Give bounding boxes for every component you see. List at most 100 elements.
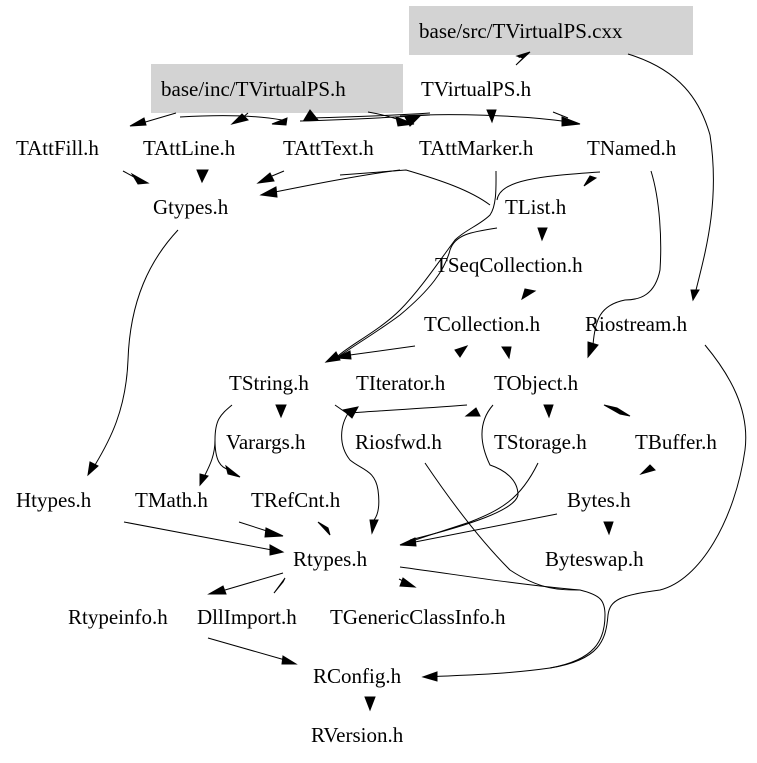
arrow-tobject-tbuffer [603, 404, 631, 417]
arrow-inc-text [271, 117, 288, 126]
arrow-rconfig-rversion [364, 696, 376, 712]
arrow-named-tlist [583, 175, 598, 187]
node-tattmarker[interactable]: TAttMarker.h [419, 136, 534, 160]
arrow-rtypeinfo-rconfig [281, 655, 298, 665]
arrow-tstring-varargs [275, 404, 287, 419]
edge-named-tobject [592, 170, 662, 346]
edge-inc-named [399, 114, 571, 123]
edge-inc-text [179, 115, 283, 121]
node-dllimport[interactable]: DllImport.h [197, 605, 297, 629]
edge-cxx-riostream [627, 53, 714, 291]
arrow-vps-marker [404, 115, 422, 127]
edge-named-tlist [496, 171, 601, 201]
node-tvirtualps-inc[interactable]: base/inc/TVirtualPS.h [161, 77, 346, 101]
edge-text-tlist [339, 169, 491, 206]
node-rtypes[interactable]: Rtypes.h [293, 547, 368, 571]
node-tstorage[interactable]: TStorage.h [494, 430, 587, 454]
arrow-tlist-tstring [324, 351, 341, 363]
edge-tstorage-rtypes [409, 462, 539, 543]
node-varargs[interactable]: Varargs.h [226, 430, 306, 454]
node-tcollection[interactable]: TCollection.h [424, 312, 541, 336]
node-tseqcollection[interactable]: TSeqCollection.h [435, 253, 583, 277]
node-tmath[interactable]: TMath.h [135, 488, 208, 512]
node-riostream[interactable]: Riostream.h [585, 312, 688, 336]
arrow-coll-titer [454, 345, 469, 358]
arrow-vps-marker-down [486, 109, 497, 124]
edge-layer [87, 51, 747, 712]
edge-vps-named [552, 111, 569, 119]
arrow-tobject-tstorage [543, 404, 554, 419]
edge-tobject-rtypes-loop2 [409, 404, 519, 541]
arrow-marker-gtypes [259, 186, 278, 198]
node-htypes[interactable]: Htypes.h [16, 488, 92, 512]
edge-riostream-rconfig [424, 344, 747, 678]
edge-marker-tstring [337, 170, 497, 357]
node-byteswap[interactable]: Byteswap.h [545, 547, 644, 571]
node-riosfwd[interactable]: Riosfwd.h [355, 430, 442, 454]
edge-text-gtypes [271, 170, 285, 177]
edge-fill-gtypes [122, 170, 135, 178]
edge-rtypeinfo-rconfig [207, 637, 286, 661]
node-titerator[interactable]: TIterator.h [356, 371, 446, 395]
node-tvirtualps-h[interactable]: TVirtualPS.h [421, 77, 532, 101]
edge-tobject-tstring [349, 404, 468, 414]
edge-riosfwd-rconfig [424, 462, 581, 591]
arrow-tstring-trefcnt [225, 464, 241, 478]
node-trefcnt[interactable]: TRefCnt.h [251, 488, 341, 512]
arrow-named-tobject [587, 341, 599, 359]
node-gtypes[interactable]: Gtypes.h [153, 195, 229, 219]
arrow-coll-tobject [501, 346, 512, 360]
node-tgenericclassinfo[interactable]: TGenericClassInfo.h [330, 605, 506, 629]
arrow-line-gtypes [196, 169, 209, 184]
node-rtypeinfo[interactable]: Rtypeinfo.h [68, 605, 168, 629]
node-rconfig[interactable]: RConfig.h [313, 664, 402, 688]
edge-vps-inc [309, 112, 431, 119]
edge-tlist-tstring [337, 227, 498, 358]
arrow-rtypes-tgeneric [399, 577, 417, 588]
arrow-inc-named [561, 116, 581, 127]
edge-marker-gtypes [274, 169, 401, 193]
arrow-vps-inc [303, 109, 320, 121]
arrow-cxx-vps [515, 51, 531, 66]
arrow-tobject-rtypes [369, 519, 379, 535]
edge-rtypes-rconfig [399, 566, 606, 669]
node-tnamed[interactable]: TNamed.h [587, 136, 677, 160]
node-tattfill[interactable]: TAttFill.h [16, 136, 99, 160]
arrow-tstring-tmath [199, 473, 209, 487]
arrow-rtypes-dllimport [273, 577, 286, 594]
node-tattline[interactable]: TAttLine.h [143, 136, 236, 160]
arrow-inc-fill [129, 117, 147, 127]
edge-bytes-rtypes [414, 513, 558, 543]
edge-inc-fill [141, 112, 177, 124]
arrow-gtypes-htypes [87, 461, 99, 477]
edge-rtypes-rtypeinfo [224, 572, 284, 591]
arrow-text-gtypes [256, 172, 275, 184]
arrow-bytes-rtypes [399, 537, 417, 547]
arrow-coll-tstring [334, 350, 352, 360]
node-tstring[interactable]: TString.h [229, 371, 309, 395]
node-tatttext[interactable]: TAttText.h [283, 136, 374, 160]
node-bytes[interactable]: Bytes.h [567, 488, 631, 512]
arrow-riostream-rconfig [421, 671, 438, 682]
node-tlist[interactable]: TList.h [505, 195, 567, 219]
edge-tobject-rtypes-loop [341, 411, 380, 521]
arrow-fill-gtypes [130, 172, 150, 185]
arrow-tbuffer-bytes [639, 464, 656, 476]
arrow-bytes-byteswap [603, 521, 614, 536]
edge-tmath-rtypes [238, 521, 271, 533]
node-box-cxx [409, 6, 693, 55]
edge-coll-tstring [349, 345, 416, 356]
node-tbuffer[interactable]: TBuffer.h [635, 430, 717, 454]
arrow-tlist-seq [537, 227, 548, 242]
node-rversion[interactable]: RVersion.h [311, 723, 404, 747]
arrow-rtypes-rtypeinfo [207, 585, 227, 595]
node-tobject[interactable]: TObject.h [494, 371, 579, 395]
node-layer: base/src/TVirtualPS.cxx base/inc/TVirtua… [16, 19, 717, 747]
arrow-tobject-riosfwd [464, 407, 481, 417]
arrow-tmath-rtypes [264, 527, 284, 538]
edge-gtypes-htypes [94, 229, 179, 466]
node-tvirtualps-cxx[interactable]: base/src/TVirtualPS.cxx [419, 19, 623, 43]
arrow-htypes-rtypes [269, 544, 285, 556]
arrow-cxx-riostream [690, 289, 700, 302]
